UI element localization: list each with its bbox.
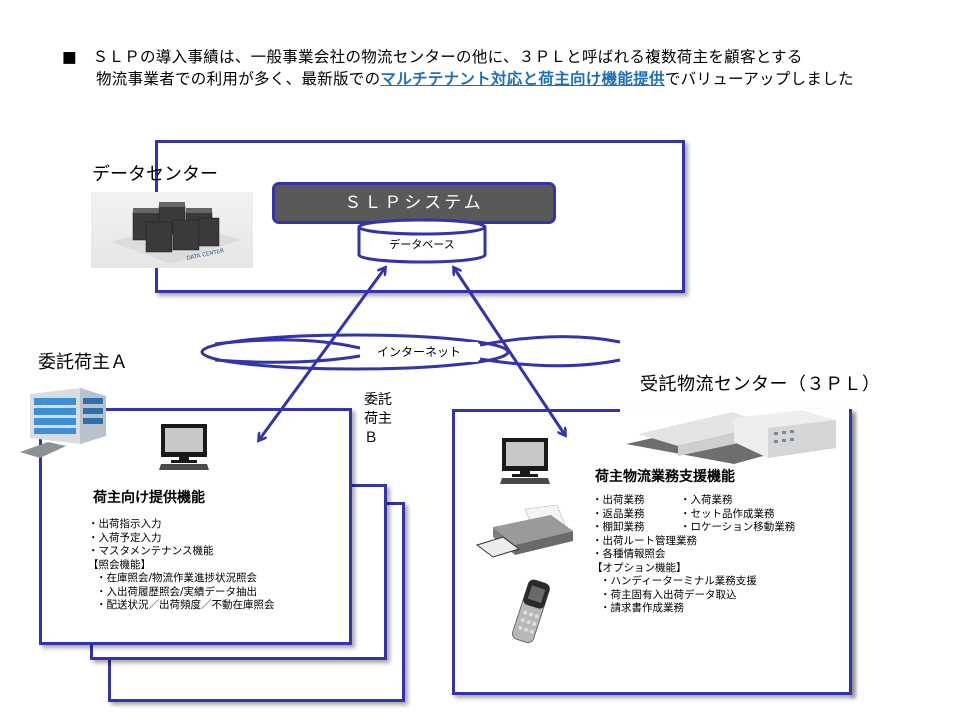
list-item: ・出荷ルート管理業務: [592, 534, 697, 547]
data-center-label: データセンター: [92, 164, 218, 185]
logistics-box-right-border: [849, 409, 852, 695]
internet-swirl: [479, 357, 621, 368]
list-item-pair: ・出荷業務 ・入荷業務: [592, 494, 795, 508]
handy-terminal-icon: [510, 578, 550, 648]
headline-line2: 物流事業者での利用が多く、最新版でのマルチテナント対応と荷主向け機能提供でバリュ…: [62, 68, 854, 90]
internet-swirl: [214, 354, 361, 364]
arrow-logistics-center: [454, 268, 565, 435]
database-icon: [357, 218, 487, 264]
list-item: ・各種情報照会: [592, 548, 666, 560]
database-cylinder: データベース: [356, 218, 488, 264]
list-item: ・請求書作成業務: [600, 602, 684, 614]
warehouse-icon: [626, 410, 836, 464]
list-item: ・入荷予定入力: [88, 531, 162, 544]
list-item: 【オプション機能】: [592, 561, 687, 574]
internet-swirl: [214, 338, 361, 350]
list-item: ・在庫照会/物流作業進捗状況照会: [96, 572, 258, 584]
list-item: ・マスタメンテナンス機能: [88, 545, 214, 557]
list-item: ・荷主固有入出荷データ取込: [600, 588, 737, 601]
headline: ■ ＳＬＰの導入事績は、一般事業会社の物流センターの他に、３ＰＬと呼ばれる複数荷…: [62, 46, 854, 90]
bullet-icon: ■: [62, 48, 77, 66]
list-item: ・出荷指示入力: [88, 518, 162, 530]
headline-highlight: マルチテナント対応と荷主向け機能提供: [380, 70, 665, 88]
list-item: ・棚卸業務: [592, 521, 645, 533]
printer-icon: [475, 504, 575, 565]
list-item: 【照会機能】: [88, 558, 151, 571]
headline-line1: ＳＬＰの導入事績は、一般事業会社の物流センターの他に、３ＰＬと呼ばれる複数荷主を…: [92, 48, 803, 66]
list-item: ・出荷業務: [592, 494, 645, 506]
office-building-icon: [20, 388, 106, 458]
office-building-image: [18, 388, 108, 462]
pc-icon: [157, 424, 211, 476]
list-item: ・入出荷履歴照会/実績データ抽出: [96, 585, 258, 598]
warehouse-image: [622, 408, 844, 466]
data-center-image: DATA CENTER: [91, 192, 253, 268]
database-label: データベース: [389, 238, 455, 251]
internet-label: インターネット: [360, 342, 478, 362]
list-item: ・配送状況／出荷頻度／不動在庫照会: [96, 599, 275, 611]
list-item: ・ハンディーターミナル業務支援: [600, 575, 757, 587]
list-item-pair: ・棚卸業務 ・ロケーション移動業務: [592, 521, 795, 535]
headline-line2-post: でバリューアップしました: [664, 70, 854, 88]
logistics-function-list: ・出荷業務 ・入荷業務 ・返品業務 ・セット品作成業務 ・棚卸業務 ・ロケーション移動…: [592, 494, 795, 616]
headline-line2-pre: 物流事業者での利用が多く、最新版での: [96, 70, 381, 88]
list-item: ・入荷業務: [680, 494, 733, 506]
list-item: ・セット品作成業務: [680, 507, 775, 520]
shipper-a-function-title: 荷主向け提供機能: [93, 490, 205, 506]
logistics-center-label: 受託物流センター（３ＰＬ）: [640, 374, 881, 395]
shipper-a-label: 委託荷主Ａ: [38, 352, 128, 373]
pc-icon: [498, 438, 552, 490]
arrow-shipper-a: [259, 268, 385, 440]
shipper-a-function-list: ・出荷指示入力 ・入荷予定入力 ・マスタメンテナンス機能 【照会機能】 ・在庫照…: [88, 518, 275, 613]
list-item: ・ロケーション移動業務: [680, 521, 796, 533]
list-item: ・返品業務: [592, 507, 645, 520]
logistics-function-title: 荷主物流業務支援機能: [595, 469, 735, 485]
list-item-pair: ・返品業務 ・セット品作成業務: [592, 508, 795, 522]
server-rack-icon: DATA CENTER: [111, 202, 241, 264]
